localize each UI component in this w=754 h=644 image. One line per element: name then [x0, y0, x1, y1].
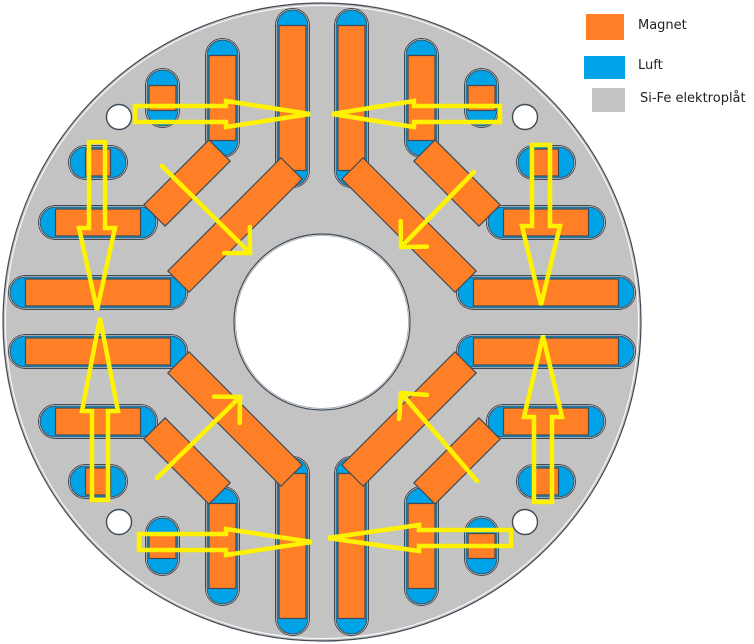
air-swatch — [584, 56, 625, 79]
diagonal-magnets-layer — [143, 139, 501, 505]
magnet — [532, 148, 560, 177]
center-bore-edge — [235, 235, 409, 409]
magnet-slot — [464, 68, 499, 128]
magnet-slot — [334, 8, 369, 188]
magnet-slot — [68, 145, 128, 180]
legend-label: Magnet — [638, 18, 687, 33]
flux-arrow-top-left — [132, 98, 311, 130]
magnet-slot — [205, 38, 240, 158]
mounting-hole — [511, 508, 539, 536]
magnet — [278, 24, 307, 172]
magnet — [532, 467, 560, 496]
magnet-slot — [205, 486, 240, 606]
mounting-hole — [511, 103, 539, 131]
magnet-swatch — [586, 14, 624, 40]
legend: Magnet Luft Si-Fe elektroplåt — [584, 0, 754, 120]
arrow-shaft — [398, 390, 480, 484]
magnet — [148, 532, 177, 560]
magnet-slot — [8, 275, 188, 310]
diagonal-magnet-lower-left — [143, 417, 231, 505]
outer-disc-inner-edge — [5, 5, 639, 639]
legend-label: Luft — [638, 58, 663, 73]
flux-arrow-diagonal-upper-right — [398, 169, 477, 250]
flux-arrow-left-upper — [76, 139, 118, 311]
diagonal-magnet-upper-left — [166, 156, 304, 294]
arrow-shaft — [154, 394, 243, 481]
magnet-slot — [145, 68, 180, 128]
center-bore — [233, 233, 411, 411]
arrow-head — [396, 390, 430, 422]
magnet-slot — [516, 464, 576, 499]
magnet-slot — [145, 516, 180, 576]
mounting-hole — [105, 508, 133, 536]
slot-group-left — [8, 145, 188, 499]
holes-layer — [105, 103, 539, 536]
magnet-slot — [275, 8, 310, 188]
magnet — [24, 337, 172, 366]
steel-swatch — [592, 88, 625, 112]
magnet — [502, 407, 590, 436]
magnet — [54, 208, 142, 237]
magnet-slot — [486, 205, 606, 240]
flux-arrow-bottom-left — [136, 526, 313, 558]
magnet-slot — [8, 334, 188, 369]
magnet — [337, 24, 366, 172]
arrow-head — [211, 394, 243, 426]
magnet-slot — [38, 404, 158, 439]
diagonal-magnet-lower-left — [166, 350, 304, 488]
flux-arrow-diagonal-lower-left — [154, 394, 243, 481]
legend-label: Si-Fe elektroplåt — [640, 91, 746, 106]
diagonal-magnet-upper-left — [143, 139, 231, 227]
flux-arrow-right-lower — [521, 335, 565, 505]
arrow-shaft — [398, 169, 477, 250]
flux-arrow-diagonal-upper-left — [159, 163, 253, 256]
flux-arrow-bottom-right — [327, 522, 514, 554]
arrow-head — [398, 218, 430, 250]
magnet-slot — [68, 464, 128, 499]
flux-arrow-left-lower — [79, 317, 121, 503]
magnet-slot — [486, 404, 606, 439]
diagonal-magnet-upper-right — [340, 156, 478, 294]
flux-arrows-layer — [76, 98, 565, 558]
magnet-slot — [404, 38, 439, 158]
flux-arrow-right-upper — [519, 142, 563, 306]
diagonal-magnet-upper-right — [413, 139, 501, 227]
flux-arrow-diagonal-lower-right — [396, 390, 480, 484]
mounting-hole — [105, 103, 133, 131]
arrow-head — [221, 224, 253, 256]
magnet — [54, 407, 142, 436]
magnet-slot — [516, 145, 576, 180]
magnet-slot — [38, 205, 158, 240]
magnet — [337, 472, 366, 620]
magnet — [208, 502, 237, 590]
magnet — [502, 208, 590, 237]
arrow-shaft — [159, 163, 253, 256]
slot-group-top — [145, 8, 499, 188]
flux-arrow-top-right — [331, 98, 503, 130]
